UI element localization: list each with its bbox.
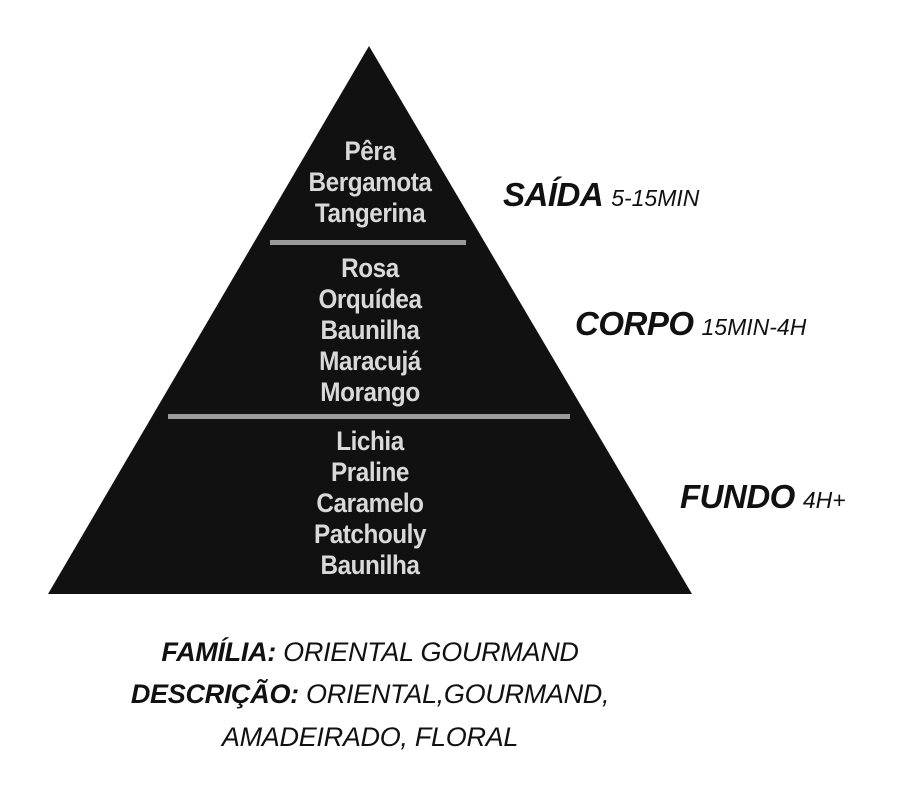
tier-name: FUNDO <box>680 478 795 515</box>
tier-duration: 15MIN-4H <box>701 314 807 340</box>
note: Pêra <box>344 136 396 166</box>
note: Baunilha <box>320 315 420 345</box>
tier-label-base: FUNDO 4H+ <box>680 478 846 516</box>
note: Praline <box>331 457 409 487</box>
pyramid-triangle <box>48 46 692 594</box>
family-key: FAMÍLIA: <box>161 637 276 667</box>
note: Patchouly <box>313 519 427 549</box>
divider-bottom <box>168 414 570 419</box>
family-value: ORIENTAL GOURMAND <box>283 637 579 667</box>
description-line: DESCRIÇÃO: ORIENTAL,GOURMAND, <box>0 679 740 710</box>
note: Caramelo <box>316 488 424 518</box>
description-value-cont: AMADEIRADO, FLORAL <box>221 722 519 752</box>
base-notes-list: Lichia Praline Caramelo Patchouly Baunil… <box>170 426 570 581</box>
description-continuation: AMADEIRADO, FLORAL <box>0 722 740 753</box>
middle-notes-list: Rosa Orquídea Baunilha Maracujá Morango <box>170 253 570 408</box>
divider-top <box>270 240 466 245</box>
note: Rosa <box>341 253 399 283</box>
note: Lichia <box>336 426 404 456</box>
tier-duration: 5-15MIN <box>611 185 700 211</box>
tier-label-top: SAÍDA 5-15MIN <box>503 176 699 214</box>
note: Morango <box>320 377 420 407</box>
note: Maracujá <box>319 346 421 376</box>
note: Orquídea <box>318 284 422 314</box>
note: Bergamota <box>308 167 432 197</box>
tier-name: SAÍDA <box>503 176 604 213</box>
top-notes-list: Pêra Bergamota Tangerina <box>170 136 570 229</box>
description-key: DESCRIÇÃO: <box>130 679 299 709</box>
tier-label-middle: CORPO 15MIN-4H <box>575 305 806 343</box>
family-line: FAMÍLIA: ORIENTAL GOURMAND <box>0 637 740 668</box>
tier-duration: 4H+ <box>802 487 846 513</box>
note: Baunilha <box>320 550 420 580</box>
description-value: ORIENTAL,GOURMAND, <box>306 679 610 709</box>
tier-name: CORPO <box>575 305 694 342</box>
note: Tangerina <box>314 198 426 228</box>
